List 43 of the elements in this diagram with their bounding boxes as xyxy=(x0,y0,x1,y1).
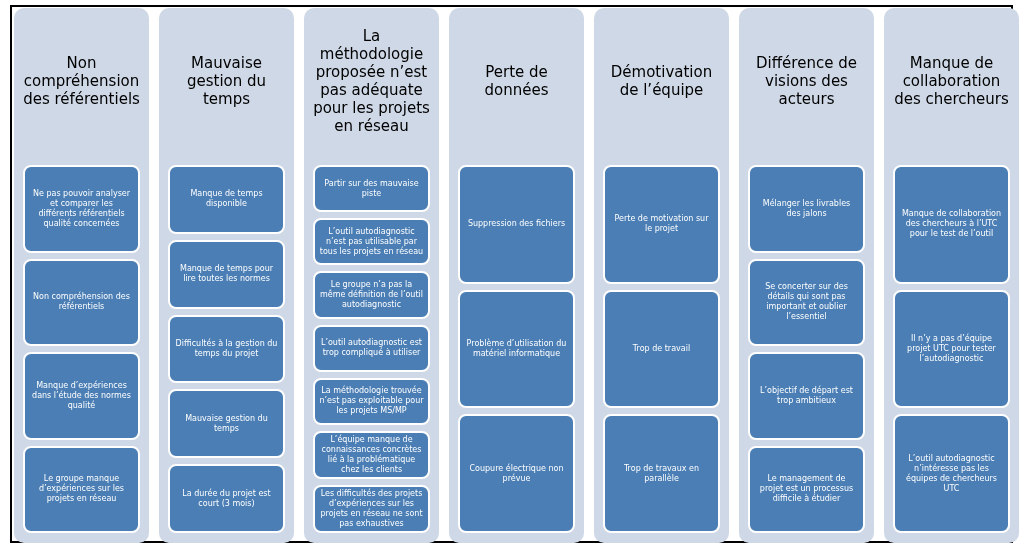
cause-card: Partir sur des mauvaise piste xyxy=(313,165,430,213)
cause-card: La méthodologie trouvée n’est pas exploitable pour les projets MS/MP xyxy=(313,377,430,425)
cause-card: Problème d’utilisation du matériel informatique xyxy=(458,289,575,409)
cause-card: Suppression des fichiers xyxy=(458,165,575,284)
cause-card: Ne pas pouvoir analyser et comparer les différents référentiels qualité concernées xyxy=(23,165,140,253)
cause-card: Le groupe manque d’expériences sur les projets en réseau xyxy=(23,445,140,533)
column-heading: Mauvaise gestion du temps xyxy=(185,53,268,108)
cause-card: Manque de temps disponible xyxy=(168,165,285,234)
column-panel xyxy=(14,8,149,543)
cause-card: Difficultés à la gestion du temps du projet xyxy=(168,314,285,384)
column-panel xyxy=(884,8,1019,543)
column-heading: Démotivation de l’équipe xyxy=(609,62,714,99)
column-panel xyxy=(159,8,294,543)
cause-card: L’objectif de départ est trop ambitieux xyxy=(748,352,865,440)
cause-card: Trop de travail xyxy=(603,289,720,409)
column-heading: Manque de collaboration des chercheurs xyxy=(893,53,1010,108)
cause-card: L’outil autodiagnostic n’intéresse pas les équipes de chercheurs UTC xyxy=(893,414,1010,533)
cause-card: Les difficultés des projets d’expériences sur les projets en réseau ne sont pas exhaustives xyxy=(313,485,430,533)
cause-card: Mauvaise gestion du temps xyxy=(168,389,285,459)
column-heading: Non compréhension des référentiels xyxy=(23,53,140,108)
cause-card: Mélanger les livrables des jalons xyxy=(748,165,865,253)
cause-card: L’outil autodiagnostic est trop compliqué à utiliser xyxy=(313,324,430,372)
cause-card: Trop de travaux en parallèle xyxy=(603,414,720,533)
cause-card: L’équipe manque de connaissances concrètes lié à la problématique chez les clients xyxy=(313,431,430,479)
column-panel xyxy=(449,8,584,543)
cause-card: Il n’y a pas d’équipe projet UTC pour tester l’autodiagnostic xyxy=(893,289,1010,409)
cause-card: Coupure électrique non prévue xyxy=(458,414,575,533)
cause-card: Manque d’expériences dans l’étude des normes qualité xyxy=(23,352,140,440)
cause-card: La durée du projet est court (3 mois) xyxy=(168,464,285,533)
column-heading: La méthodologie proposée n’est pas adéquate pour les projets en réseau xyxy=(313,26,430,135)
cause-card: Le management de projet est un processus difficile à étudier xyxy=(748,445,865,533)
column-heading: Perte de données xyxy=(483,62,550,99)
column-panel xyxy=(594,8,729,543)
cause-card: Manque de temps pour lire toutes les normes xyxy=(168,239,285,309)
column-heading: Différence de visions des acteurs xyxy=(755,53,858,108)
cause-card: Manque de collaboration des chercheurs à l’UTC pour le test de l’outil xyxy=(893,165,1010,284)
column-panel xyxy=(739,8,874,543)
cause-card: Non compréhension des référentiels xyxy=(23,258,140,346)
cause-card: L’outil autodiagnostic n’est pas utilisable par tous les projets en réseau xyxy=(313,218,430,266)
column-panel xyxy=(304,8,439,543)
cause-card: Le groupe n’a pas la même définition de l’outil autodiagnostic xyxy=(313,271,430,319)
cause-card: Perte de motivation sur le projet xyxy=(603,165,720,284)
cause-card: Se concerter sur des détails qui sont pas important et oublier l’essentiel xyxy=(748,258,865,346)
